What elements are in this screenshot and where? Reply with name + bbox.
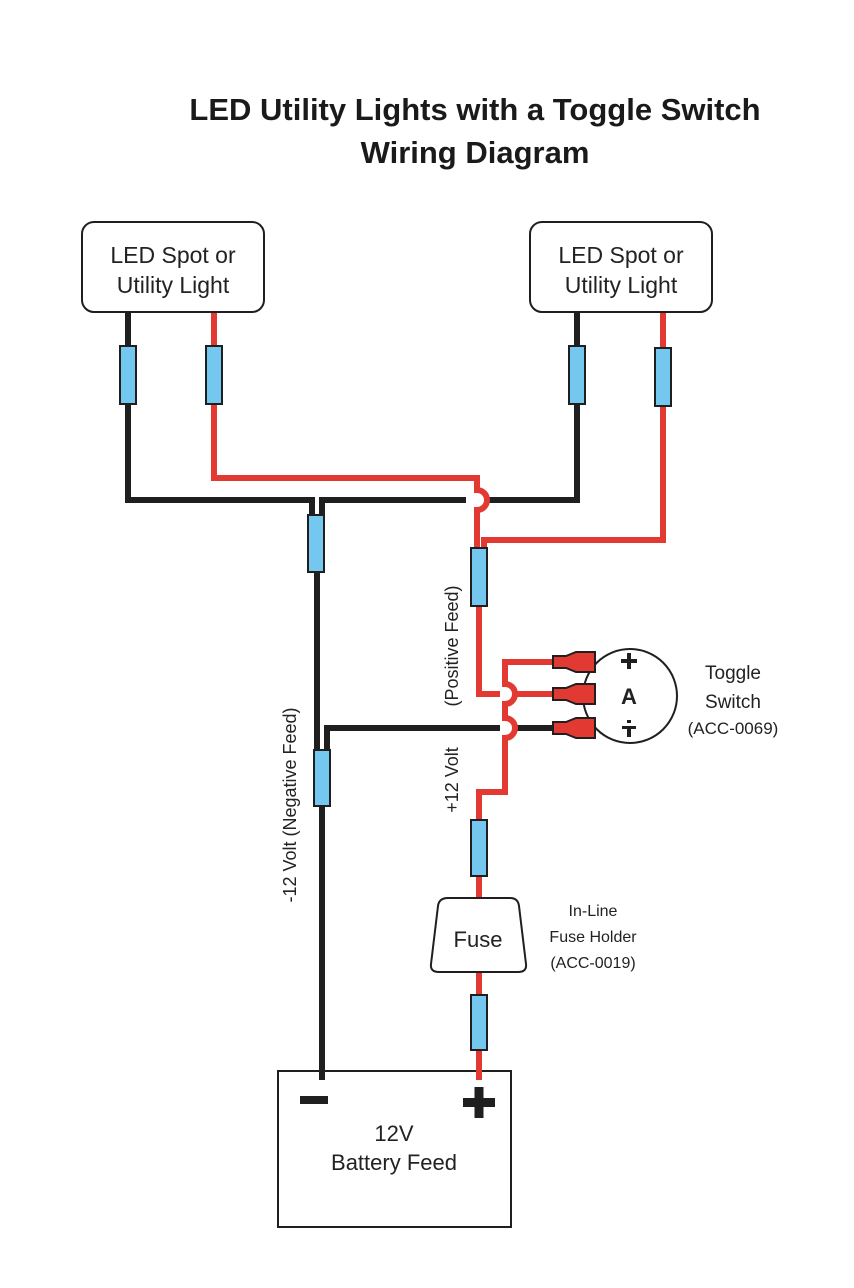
led-light-left: LED Spot or Utility Light [81,221,265,313]
fuse-label: Fuse [454,927,503,952]
connector-positive-junction [470,547,488,607]
led-light-right-label2: Utility Light [565,272,678,298]
negative-feed-label: -12 Volt (Negative Feed) [280,707,300,902]
wire-switch-ground [324,725,553,752]
switch-terminal-plus [552,651,596,673]
connector-fuse-bottom [470,994,488,1051]
fuse-part: (ACC-0019) [550,955,635,972]
switch-terminal-a [552,683,596,705]
connector-light1-negative [119,345,137,405]
wire-positive-feed-to-switch-a [476,606,553,697]
connector-light2-positive [654,347,672,407]
wire-light1-negative [125,312,315,520]
wire-light2-negative [319,312,580,520]
connector-negative-trunk [313,749,331,807]
inline-fuse-holder: Fuse In-Line Fuse Holder (ACC-0019) [429,897,637,973]
led-light-right: LED Spot or Utility Light [529,221,713,313]
positive-wires [211,312,666,1080]
led-light-left-label2: Utility Light [117,272,230,298]
switch-terminal-ground [552,717,596,739]
positive-feed-label: (Positive Feed) [442,585,462,706]
toggle-switch-name2: Switch [705,692,761,713]
diagram-title-line2: Wiring Diagram [360,135,590,170]
led-light-left-label1: LED Spot or [110,242,236,268]
wire-light2-positive [481,312,666,548]
battery-label2: Battery Feed [331,1150,457,1175]
connector-light1-positive [205,345,223,405]
battery-negative-icon [300,1096,328,1104]
battery-positive-icon [463,1087,495,1118]
negative-wires [125,312,580,1080]
battery-label1: 12V [374,1121,413,1146]
connector-light2-negative [568,345,586,405]
toggle-switch-part: (ACC-0069) [688,719,779,738]
wire-light1-positive [211,312,490,548]
connector-fuse-top [470,819,488,877]
plus-12-volt-label: +12 Volt [442,747,462,813]
toggle-switch-name1: Toggle [705,663,761,684]
fuse-name2: Fuse Holder [549,929,637,946]
diagram-title-line1: LED Utility Lights with a Toggle Switch [189,92,761,127]
toggle-switch: A Toggle Switch (ACC-0069) [552,648,779,744]
led-light-right-label1: LED Spot or [558,242,684,268]
ground-icon [622,720,636,737]
battery: 12V Battery Feed [277,1068,512,1228]
fuse-name1: In-Line [569,903,618,920]
switch-terminal-a-label: A [621,684,637,709]
wire-switch-plus-loop [476,659,553,820]
plus-icon [621,653,637,669]
connector-negative-junction [307,514,325,573]
